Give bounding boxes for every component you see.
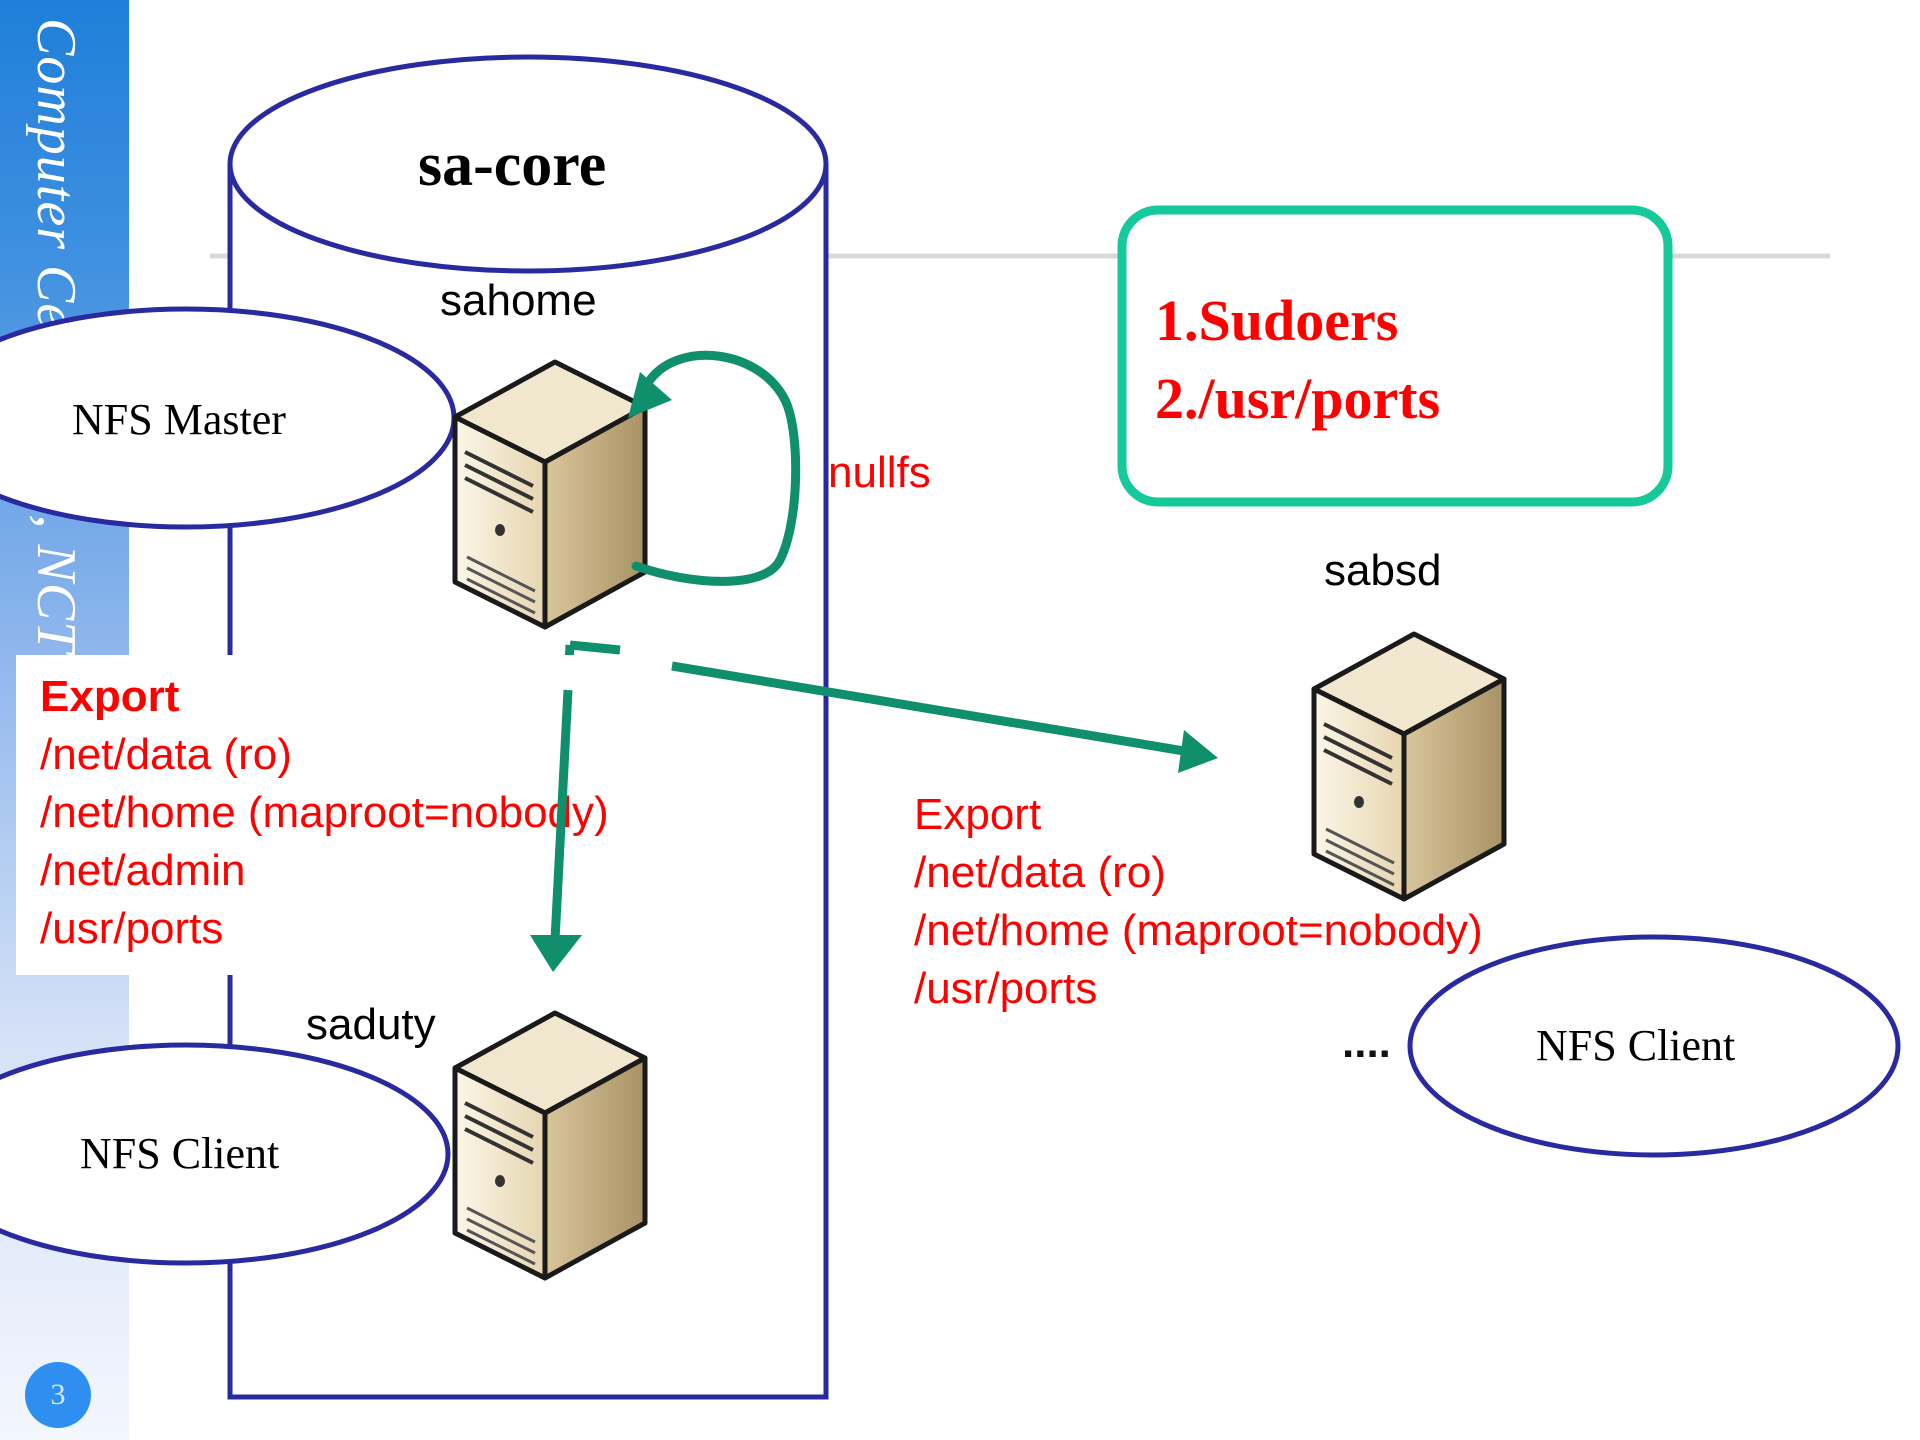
export-left-text: Export /net/data (ro) /net/home (maproot…	[40, 668, 609, 958]
export-left-heading: Export	[40, 672, 180, 721]
export-left-line: /net/home (maproot=nobody)	[40, 788, 609, 837]
export-left-line: /usr/ports	[40, 904, 224, 953]
notes-box	[1117, 205, 1673, 507]
export-left-line: /net/data (ro)	[40, 730, 292, 779]
export-right-text: Export /net/data (ro) /net/home (maproot…	[914, 786, 1483, 1018]
host-label-sabsd: sabsd	[1324, 546, 1442, 595]
nullfs-label: nullfs	[828, 448, 931, 497]
host-label-sahome: sahome	[440, 276, 597, 325]
host-label-saduty: saduty	[306, 1000, 436, 1049]
nfs-client-ellipse-right	[1407, 934, 1901, 1158]
sahome-server-icon	[455, 362, 645, 627]
export-right-line: /usr/ports	[914, 964, 1098, 1013]
export-right-line: /net/data (ro)	[914, 848, 1166, 897]
page-number: 3	[25, 1362, 91, 1428]
note-line: 1.Sudoers	[1155, 288, 1399, 353]
export-arrow-to-sabsd	[569, 640, 1218, 773]
export-right-line: /net/home (maproot=nobody)	[914, 906, 1483, 955]
nfs-client-label-left: NFS Client	[80, 1129, 280, 1178]
export-right-heading: Export	[914, 790, 1042, 839]
export-left-line: /net/admin	[40, 846, 246, 895]
saduty-server-icon	[455, 1013, 645, 1278]
cluster-title: sa-core	[418, 131, 607, 199]
nfs-client-ellipse-left	[0, 1042, 451, 1266]
ellipsis: ....	[1342, 1018, 1391, 1067]
nfs-master-label: NFS Master	[72, 395, 286, 444]
export-left-background	[16, 655, 646, 975]
note-line: 2./usr/ports	[1155, 366, 1441, 431]
nfs-client-label-right: NFS Client	[1536, 1021, 1736, 1070]
notes-text: 1.Sudoers 2./usr/ports	[1155, 282, 1440, 438]
nullfs-loop-arrow	[628, 350, 801, 586]
